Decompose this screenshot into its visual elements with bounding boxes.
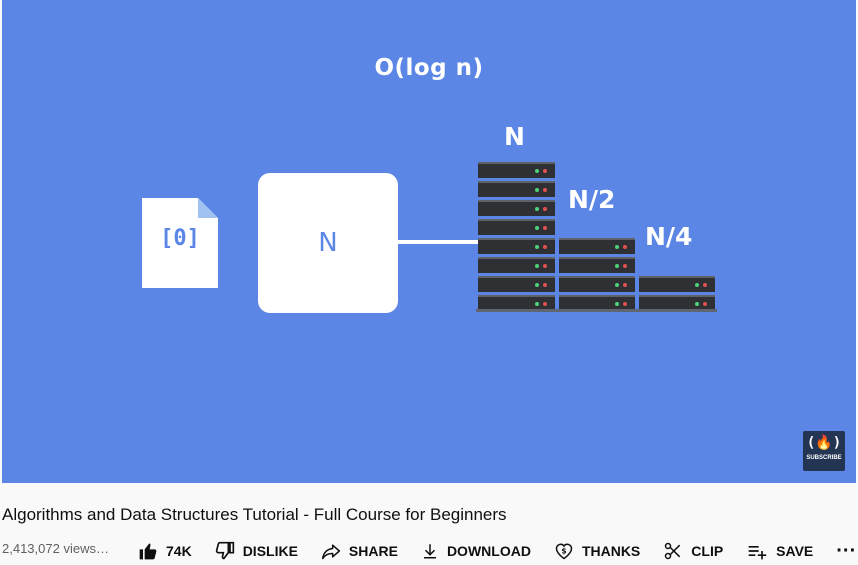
server-unit <box>639 276 715 292</box>
channel-watermark[interactable]: (🔥) SUBSCRIBE <box>803 431 845 471</box>
server-unit <box>478 219 555 235</box>
video-player[interactable]: O(log n) [0] N N N/2 N/4 (🔥) SUBSCRIBE <box>2 0 856 483</box>
video-heading: O(log n) <box>374 55 484 81</box>
server-unit <box>478 200 555 216</box>
document-index-text: [0] <box>160 226 200 251</box>
server-unit <box>478 257 555 273</box>
server-unit <box>478 295 555 311</box>
video-title: Algorithms and Data Structures Tutorial … <box>2 505 507 524</box>
action-bar: 74K DISLIKE SHARE DOWNLOAD $ THANKS CLIP <box>138 540 856 562</box>
dislike-button[interactable]: DISLIKE <box>215 541 298 561</box>
thanks-button[interactable]: $ THANKS <box>554 541 640 561</box>
server-unit <box>639 295 715 311</box>
clip-button[interactable]: CLIP <box>663 541 723 561</box>
server-unit <box>478 181 555 197</box>
playlist-add-icon <box>748 546 767 560</box>
stack-label-n-half: N/2 <box>568 185 616 214</box>
share-label: SHARE <box>348 543 398 559</box>
download-button[interactable]: DOWNLOAD <box>421 541 531 561</box>
clip-label: CLIP <box>691 543 724 559</box>
stack-label-n-quarter: N/4 <box>645 222 693 251</box>
stack-label-n: N <box>504 122 525 151</box>
n-box-label: N <box>318 228 338 258</box>
save-label: SAVE <box>776 543 814 559</box>
n-box: N <box>258 173 398 313</box>
server-unit <box>478 162 555 178</box>
fire-logo-icon: (🔥) <box>806 435 842 451</box>
server-unit <box>478 238 555 254</box>
server-base <box>637 309 717 312</box>
like-button[interactable]: 74K <box>138 541 192 561</box>
document-icon <box>142 198 218 288</box>
dislike-label: DISLIKE <box>242 543 298 559</box>
share-button[interactable]: SHARE <box>321 541 398 561</box>
dollar-heart-icon: $ <box>555 543 573 560</box>
server-base <box>557 309 637 312</box>
scissors-icon <box>665 542 681 560</box>
server-unit <box>559 276 635 292</box>
server-base <box>476 309 557 312</box>
download-icon <box>423 544 436 559</box>
share-arrow-icon <box>321 544 341 560</box>
svg-text:$: $ <box>561 547 566 556</box>
connector-line <box>398 240 480 244</box>
like-count: 74K <box>166 543 192 559</box>
thumbs-down-icon <box>215 541 234 560</box>
view-count[interactable]: 2,413,072 views… <box>2 541 109 556</box>
more-actions-button[interactable]: ··· <box>836 540 857 562</box>
server-unit <box>559 257 635 273</box>
server-unit <box>559 238 635 254</box>
save-button[interactable]: SAVE <box>746 541 813 561</box>
subscribe-watermark-text: SUBSCRIBE <box>806 455 842 461</box>
download-label: DOWNLOAD <box>446 543 531 559</box>
thanks-label: THANKS <box>581 543 641 559</box>
server-unit <box>478 276 555 292</box>
thumbs-up-icon <box>139 543 157 560</box>
server-unit <box>559 295 635 311</box>
